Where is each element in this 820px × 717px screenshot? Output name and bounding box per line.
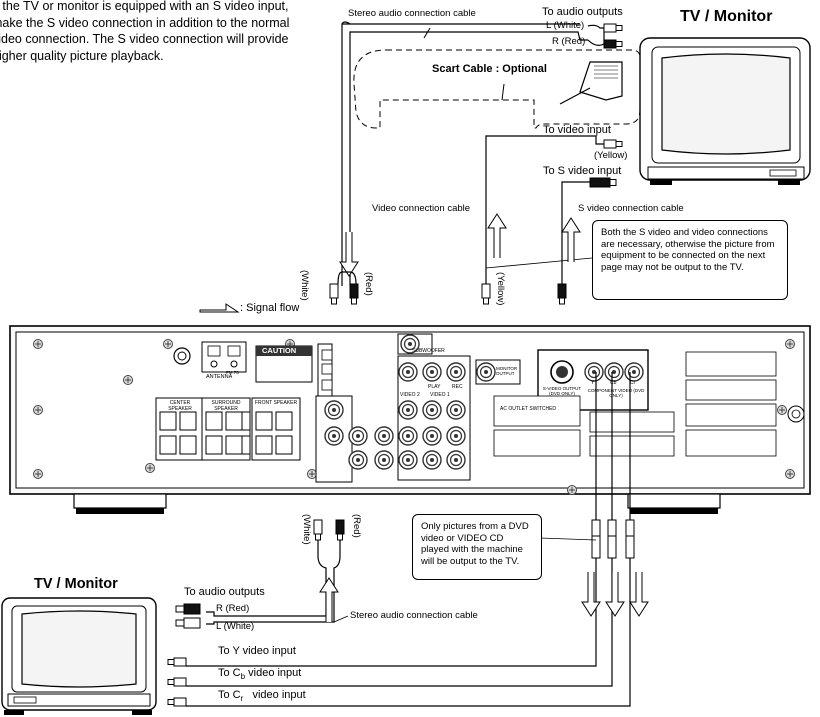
cr-tail: video input: [243, 689, 306, 701]
red-rot-bottom: (Red): [351, 514, 362, 538]
stereo-cable-top: [341, 21, 605, 286]
panel-video2: VIDEO 2: [400, 392, 420, 398]
cb-prefix: To C: [218, 667, 241, 679]
top-monitor-title: TV / Monitor: [680, 8, 773, 25]
to-s-video-input-label: To S video input: [543, 165, 622, 177]
audio-plug-red-bottom: [335, 519, 345, 541]
panel-caution: CAUTION: [262, 346, 297, 355]
panel-ac-outlet: AC OUTLET SWITCHED: [500, 406, 557, 412]
white-rot-bottom: (White): [301, 514, 312, 545]
svideo-plug-receiver: [557, 283, 567, 305]
panel-fm75: FM 75: [226, 370, 239, 375]
note-s-video: Both the S video and video connections a…: [592, 220, 788, 300]
panel-cb: Cb: [610, 380, 617, 386]
l-white-bottom: L (White): [216, 621, 255, 632]
signal-flow-label: : Signal flow: [240, 302, 300, 314]
audio-plug-red-top: [349, 283, 359, 305]
panel-component-video: COMPONENT VIDEO (DVD ONLY): [587, 388, 645, 398]
tv-monitor-bottom: [1, 597, 157, 715]
signal-flow-arrow-cb: [605, 571, 625, 617]
cr-subscript: r: [240, 694, 244, 704]
component-plugs-receiver: [591, 519, 635, 559]
panel-s-video-output: S-VIDEO OUTPUT (DVD ONLY): [542, 386, 582, 396]
to-y-input-label: To Y video input: [218, 645, 296, 657]
cr-prefix: To C: [218, 689, 241, 701]
video-cable: [485, 135, 604, 286]
receiver-back-panel: [9, 325, 811, 514]
to-cb-input-label: To Cb video input: [218, 667, 301, 681]
scart-cable-label: Scart Cable : Optional: [432, 63, 547, 75]
bottom-monitor-title: TV / Monitor: [34, 576, 118, 592]
panel-antenna: ANTENNA: [206, 374, 233, 380]
yellow-label-top: (Yellow): [594, 150, 628, 161]
panel-video1: VIDEO 1: [430, 392, 450, 398]
r-red-top: R (Red): [552, 36, 586, 47]
scart-cable-outline: [353, 49, 641, 129]
tv-monitor-top: [639, 37, 811, 185]
stereo-cable-top-label: Stereo audio connection cable: [348, 8, 476, 19]
s-video-cable: [561, 181, 590, 286]
red-rot-top: (Red): [363, 272, 374, 296]
s-video-cable-label: S video connection cable: [578, 203, 684, 214]
audio-plugs-top: [603, 23, 623, 49]
to-cr-input-label: To Cr video input: [218, 689, 306, 703]
intro-text: If the TV or monitor is equipped with an…: [0, 0, 290, 63]
panel-front-speaker: FRONT SPEAKER: [254, 400, 298, 406]
to-video-input-label: To video input: [543, 124, 611, 136]
signal-flow-arrow-cr: [629, 571, 649, 617]
signal-flow-arrow-y: [581, 571, 601, 617]
panel-monitor-output: MONITOR OUTPUT: [496, 366, 518, 376]
audio-plug-white-bottom: [313, 519, 323, 541]
panel-subwoofer: SUBWOOFER: [412, 348, 445, 354]
r-red-bottom: R (Red): [216, 603, 250, 614]
l-white-top: L (White): [546, 20, 585, 31]
yellow-rot: (Yellow): [495, 272, 506, 306]
signal-flow-arrow-audio-top: [339, 231, 359, 277]
to-audio-outputs-bottom: To audio outputs: [184, 586, 265, 598]
audio-plug-white-top: [329, 283, 339, 305]
stereo-cable-bottom-label: Stereo audio connection cable: [350, 610, 478, 621]
signal-flow-arrow-svideo: [561, 217, 581, 263]
s-video-plug-top: [589, 177, 617, 188]
panel-rec: REC: [452, 384, 463, 390]
panel-surround-speaker: SURROUND SPEAKER: [211, 400, 241, 412]
signal-flow-arrow-video: [487, 213, 507, 259]
cb-tail: video input: [245, 667, 302, 679]
component-video-cables: [186, 372, 631, 707]
cb-subscript: b: [240, 672, 246, 682]
white-rot-top: (White): [299, 270, 310, 301]
stereo-cable-bottom: [206, 530, 349, 625]
component-plugs-tv: [167, 657, 187, 707]
panel-play: PLAY: [428, 384, 441, 390]
panel-center-speaker: CENTER SPEAKER: [168, 400, 192, 412]
video-cable-label: Video connection cable: [372, 203, 471, 214]
to-audio-outputs-top: To audio outputs: [542, 6, 623, 18]
note-dvd: Only pictures from a DVD video or VIDEO …: [412, 514, 542, 580]
video-plug-receiver: [481, 283, 491, 305]
scart-plug: [501, 61, 623, 105]
panel-cr: Cr: [630, 380, 636, 386]
signal-flow-legend-arrow: [199, 303, 240, 313]
panel-y: Y: [591, 380, 595, 386]
audio-plugs-bottom: [175, 603, 201, 629]
video-plug-top: [603, 139, 623, 149]
